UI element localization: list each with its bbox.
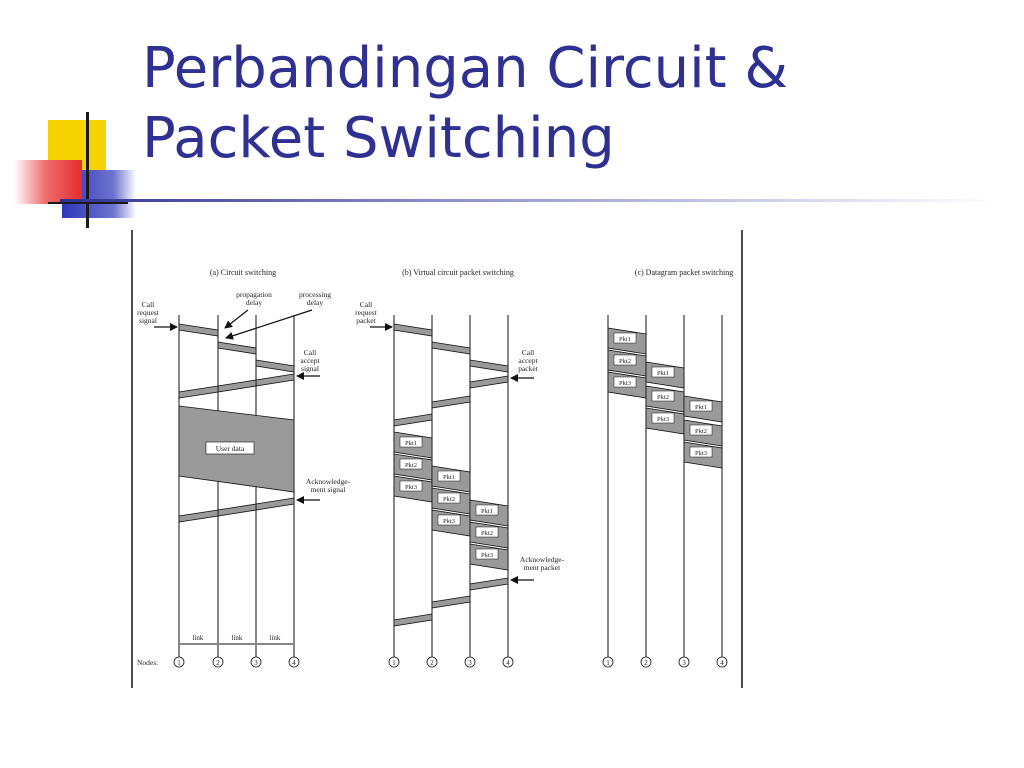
vc-pkt-label-1-1: Pkt1 bbox=[405, 440, 417, 447]
dg-pkt-label-1-2: Pkt1 bbox=[657, 370, 669, 377]
user-data-label-box bbox=[205, 441, 255, 455]
switching-diagram: (a) Circuit switching User data Call req… bbox=[131, 230, 743, 688]
vc-pkt-label-2-3: Pkt2 bbox=[481, 530, 493, 537]
link-label-1: link bbox=[193, 634, 204, 642]
node-c-1: 1 bbox=[606, 659, 610, 667]
vc-label-ack-2: ment packet bbox=[524, 563, 561, 572]
arrow-propagation-delay bbox=[224, 309, 249, 329]
vc-label-call-accept-1: Call bbox=[522, 348, 535, 357]
node-b-4: 4 bbox=[506, 659, 510, 667]
node-b-3: 3 bbox=[468, 659, 472, 667]
nodes-label: Nodes: bbox=[137, 658, 158, 667]
vc-packet-labels: Pkt1 Pkt2 Pkt3 Pkt1 Pkt2 Pkt3 Pkt1 Pkt2 … bbox=[399, 436, 499, 560]
vc-pkt-label-3-1: Pkt3 bbox=[405, 484, 417, 491]
vc-label-call-accept-2: accept bbox=[518, 356, 538, 365]
node-c-3: 3 bbox=[682, 659, 686, 667]
dg-packet-labels: Pkt1 Pkt2 Pkt3 Pkt1 Pkt2 Pkt3 Pkt1 Pkt2 … bbox=[613, 332, 713, 458]
vc-accept-segment-3 bbox=[393, 413, 433, 427]
call-accept-segment-1 bbox=[255, 373, 295, 387]
label-processing-delay-1: processing bbox=[299, 290, 331, 299]
call-accept-segment-2 bbox=[217, 379, 257, 393]
vc-request-segment-2 bbox=[431, 341, 471, 355]
panel-virtual-circuit: (b) Virtual circuit packet switching Pkt… bbox=[355, 268, 565, 658]
link-label-3: link bbox=[270, 634, 281, 642]
dg-pkt-label-1-3: Pkt1 bbox=[695, 404, 707, 411]
label-call-accept-2: accept bbox=[300, 356, 320, 365]
panel-circuit-switching: (a) Circuit switching User data Call req… bbox=[137, 268, 351, 667]
slide-title-line-2: Packet Switching bbox=[142, 106, 615, 171]
node-markers: 1 2 3 4 1 2 3 4 1 2 3 4 bbox=[173, 656, 728, 668]
vc-accept-segment-2 bbox=[431, 395, 471, 409]
node-a-2: 2 bbox=[216, 659, 220, 667]
vc-accept-segment-1 bbox=[469, 375, 509, 389]
call-accept-segment-3 bbox=[178, 385, 219, 399]
user-data-label: User data bbox=[216, 444, 245, 453]
switching-comparison-figure: (a) Circuit switching User data Call req… bbox=[130, 230, 744, 688]
call-request-segment-2 bbox=[217, 341, 257, 355]
vc-pkt-label-2-1: Pkt2 bbox=[405, 462, 417, 469]
deco-red-square bbox=[14, 160, 82, 204]
label-propagation-delay-2: delay bbox=[246, 298, 262, 307]
dg-pkt-label-2-3: Pkt2 bbox=[695, 428, 707, 435]
vc-request-segment-1 bbox=[393, 323, 433, 337]
label-ack-signal-2: ment signal bbox=[311, 485, 346, 494]
caption-datagram: (c) Datagram packet switching bbox=[635, 268, 733, 277]
caption-virtual-circuit: (b) Virtual circuit packet switching bbox=[402, 268, 514, 277]
node-b-2: 2 bbox=[430, 659, 434, 667]
node-a-1: 1 bbox=[177, 659, 181, 667]
deco-vertical-line bbox=[86, 112, 89, 228]
node-c-2: 2 bbox=[644, 659, 648, 667]
label-call-request-3: signal bbox=[139, 316, 157, 325]
dg-pkt-label-3-1: Pkt3 bbox=[619, 380, 631, 387]
panel-datagram: (c) Datagram packet switching Pkt1 Pkt2 … bbox=[607, 268, 733, 658]
vc-pkt-label-2-2: Pkt2 bbox=[443, 496, 455, 503]
vc-label-call-request-3: packet bbox=[356, 316, 376, 325]
label-call-accept-3: signal bbox=[301, 364, 319, 373]
dg-pkt-label-2-1: Pkt2 bbox=[619, 358, 631, 365]
slide-title-line-1: Perbandingan Circuit & bbox=[142, 36, 789, 101]
caption-circuit-switching: (a) Circuit switching bbox=[210, 268, 276, 277]
label-processing-delay-2: delay bbox=[307, 298, 323, 307]
ack-signal-segment-3 bbox=[178, 509, 219, 523]
vc-ack-segment-3 bbox=[393, 613, 433, 627]
dg-pkt-label-3-3: Pkt3 bbox=[695, 450, 707, 457]
link-label-2: link bbox=[232, 634, 243, 642]
node-b-1: 1 bbox=[392, 659, 396, 667]
ack-signal-segment-2 bbox=[217, 503, 257, 517]
dg-pkt-label-1-1: Pkt1 bbox=[619, 336, 631, 343]
title-underline bbox=[60, 199, 1000, 202]
label-call-request-1: Call bbox=[142, 300, 155, 309]
arrow-processing-delay bbox=[225, 309, 313, 340]
vc-pkt-label-1-2: Pkt1 bbox=[443, 474, 455, 481]
label-propagation-delay-1: propagation bbox=[236, 290, 272, 299]
ack-signal-segment-1 bbox=[255, 497, 295, 511]
label-ack-signal-1: Acknowledge- bbox=[306, 477, 351, 486]
vc-request-segment-3 bbox=[469, 359, 509, 373]
vc-ack-segment-2 bbox=[431, 595, 471, 609]
deco-horizontal-line bbox=[48, 202, 128, 204]
vc-label-call-request-1: Call bbox=[360, 300, 373, 309]
vc-pkt-label-3-3: Pkt3 bbox=[481, 552, 493, 559]
vc-label-call-accept-3: packet bbox=[518, 364, 538, 373]
dg-pkt-label-3-2: Pkt3 bbox=[657, 416, 669, 423]
slide-title: Perbandingan Circuit & Packet Switching bbox=[142, 34, 788, 174]
vc-pkt-label-1-3: Pkt1 bbox=[481, 508, 493, 515]
node-c-4: 4 bbox=[720, 659, 724, 667]
call-request-segment-1 bbox=[178, 323, 219, 337]
node-a-3: 3 bbox=[254, 659, 258, 667]
call-request-segment-3 bbox=[255, 359, 295, 373]
vc-pkt-label-3-2: Pkt3 bbox=[443, 518, 455, 525]
vc-label-call-request-2: request bbox=[355, 308, 378, 317]
label-call-accept-1: Call bbox=[304, 348, 317, 357]
node-a-4: 4 bbox=[292, 659, 296, 667]
vc-label-ack-1: Acknowledge- bbox=[520, 555, 565, 564]
label-call-request-2: request bbox=[137, 308, 160, 317]
dg-pkt-label-2-2: Pkt2 bbox=[657, 394, 669, 401]
vc-ack-segment-1 bbox=[469, 577, 509, 591]
